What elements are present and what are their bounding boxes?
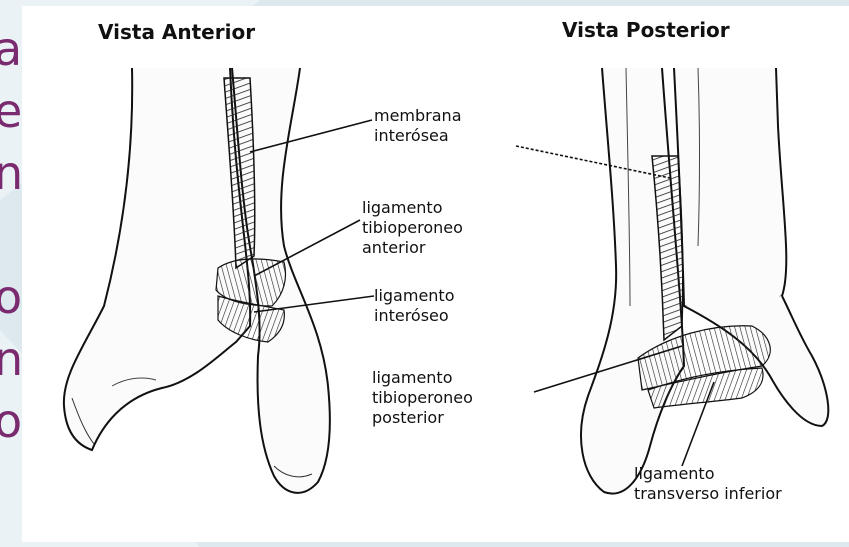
slide-text-fragment: a e n o n o	[0, 18, 24, 452]
label-line: ligamento	[634, 464, 782, 484]
ankle-ligaments-figure: Vista Anterior Vista Posterior membrana …	[22, 6, 849, 542]
label-ligamento-tibioperoneo-posterior: ligamento tibioperoneo posterior	[372, 368, 473, 428]
label-line: interóseo	[374, 306, 454, 326]
label-line: membrana	[374, 106, 462, 126]
label-membrana-interosea: membrana interósea	[374, 106, 462, 146]
label-line: tibioperoneo	[372, 388, 473, 408]
side-letter: e	[0, 80, 24, 142]
side-letter: o	[0, 266, 24, 328]
label-line: transverso inferior	[634, 484, 782, 504]
label-ligamento-interoseo: ligamento interóseo	[374, 286, 454, 326]
label-ligamento-tibioperoneo-anterior: ligamento tibioperoneo anterior	[362, 198, 463, 258]
label-line: ligamento	[362, 198, 463, 218]
anterior-view-title: Vista Anterior	[98, 20, 255, 44]
label-line: tibioperoneo	[362, 218, 463, 238]
label-line: anterior	[362, 238, 463, 258]
side-letter: n	[0, 142, 24, 204]
label-ligamento-transverso-inferior: ligamento transverso inferior	[634, 464, 782, 504]
posterior-view-title: Vista Posterior	[562, 18, 730, 42]
anterior-view-drawing	[22, 6, 849, 542]
label-line: ligamento	[372, 368, 473, 388]
posterior-tibia	[674, 68, 786, 310]
label-line: posterior	[372, 408, 473, 428]
side-letter: o	[0, 390, 24, 452]
label-line: interósea	[374, 126, 462, 146]
anterior-tibia	[64, 68, 250, 450]
label-line: ligamento	[374, 286, 454, 306]
side-letter	[0, 204, 24, 266]
side-letter: n	[0, 328, 24, 390]
side-letter: a	[0, 18, 24, 80]
